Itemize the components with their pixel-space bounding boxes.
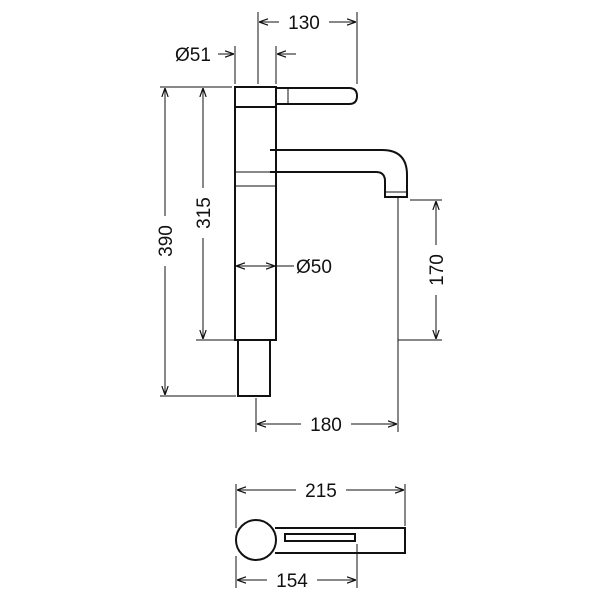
- dim-50-label: Ø50: [296, 257, 332, 278]
- plan-lever: [284, 533, 356, 542]
- dim-154-label: 154: [276, 571, 308, 592]
- plan-body-circle: [235, 519, 277, 561]
- spout: [270, 149, 408, 198]
- plan-view: 215 154: [235, 479, 406, 592]
- handle-cap: [234, 86, 277, 108]
- dim-215-label: 215: [305, 481, 337, 502]
- dim-315-label: 315: [194, 197, 215, 229]
- dim-51-label: Ø51: [175, 45, 211, 66]
- lever-handle: [276, 87, 359, 105]
- side-elevation: 130 Ø51 390 315 Ø50 170 180: [154, 11, 448, 436]
- dim-170-label: 170: [427, 254, 448, 286]
- dim-180-label: 180: [310, 415, 342, 436]
- tap-shank: [237, 339, 271, 397]
- dim-130-label: 130: [288, 13, 320, 34]
- tap-body: [234, 106, 277, 341]
- dim-390-label: 390: [156, 225, 177, 257]
- plan-spout-outline: [275, 527, 406, 554]
